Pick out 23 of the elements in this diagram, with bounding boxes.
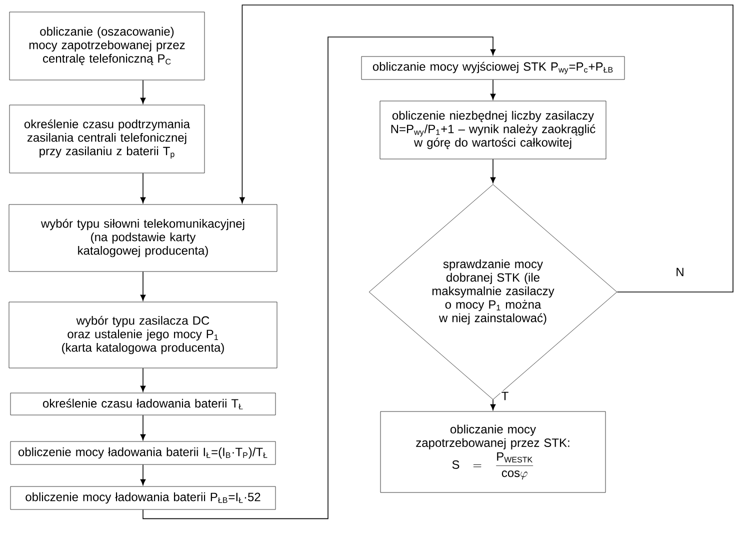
arrow: [140, 172, 146, 204]
arrow: [240, 4, 734, 292]
process-box: określenie czasu podtrzymania zasilania centrali telefonicznej przy zasilaniu z baterii T$_{p}$: [9, 104, 205, 174]
arrow: [140, 271, 146, 301]
arrow: [142, 36, 496, 520]
arrow: [490, 79, 496, 100]
process-box: obliczanie mocy wyjściowej STK P$_{wy}$=P$_{c}$+P$_{ŁB}$: [361, 56, 625, 80]
process-box: obliczenie mocy ładowania baterii P$_{ŁB}$=I$_{Ł}$·52: [10, 486, 276, 510]
arrow: [140, 80, 146, 104]
arrow: [490, 158, 496, 184]
process-box: obliczanie (oszacowanie) mocy zapotrzebowanej przez centralę telefoniczną P$_{C}$: [9, 12, 205, 80]
arrow: [140, 414, 146, 440]
arrow: [140, 368, 146, 392]
process-box: wybór typu siłowni telekomunikacyjnej (na podstawie karty katalogowej producenta): [8, 204, 278, 272]
arrow: [490, 399, 496, 410]
process-box: określenie czasu ładowania baterii T$_{Ł}$: [10, 392, 276, 416]
arrow: [140, 464, 146, 486]
edge-label: T: [500, 390, 510, 402]
process-box: obliczanie mocy zapotrzebowanej przez STK: $\mathrm{S}=\frac{\mathrm{P}_{\mathrm{WESTK}}}{\mathrm{cos}\varphi}$: [380, 411, 606, 493]
edge-label: N: [674, 266, 686, 278]
process-box: wybór typu zasilacza DC oraz ustalenie jego mocy P$_{1}$ (karta katalogowa producenta): [8, 302, 278, 368]
process-box: obliczenie mocy ładowania baterii I$_{Ł}$=(I$_{B}$·T$_{P}$)/T$_{Ł}$: [10, 441, 276, 465]
process-box: obliczenie niezbędnej liczby zasilaczy N=P$_{wy}$/P$_{1}$+1 – wynik należy zaokrąglić w górę do wartości całkowitej: [380, 100, 606, 160]
